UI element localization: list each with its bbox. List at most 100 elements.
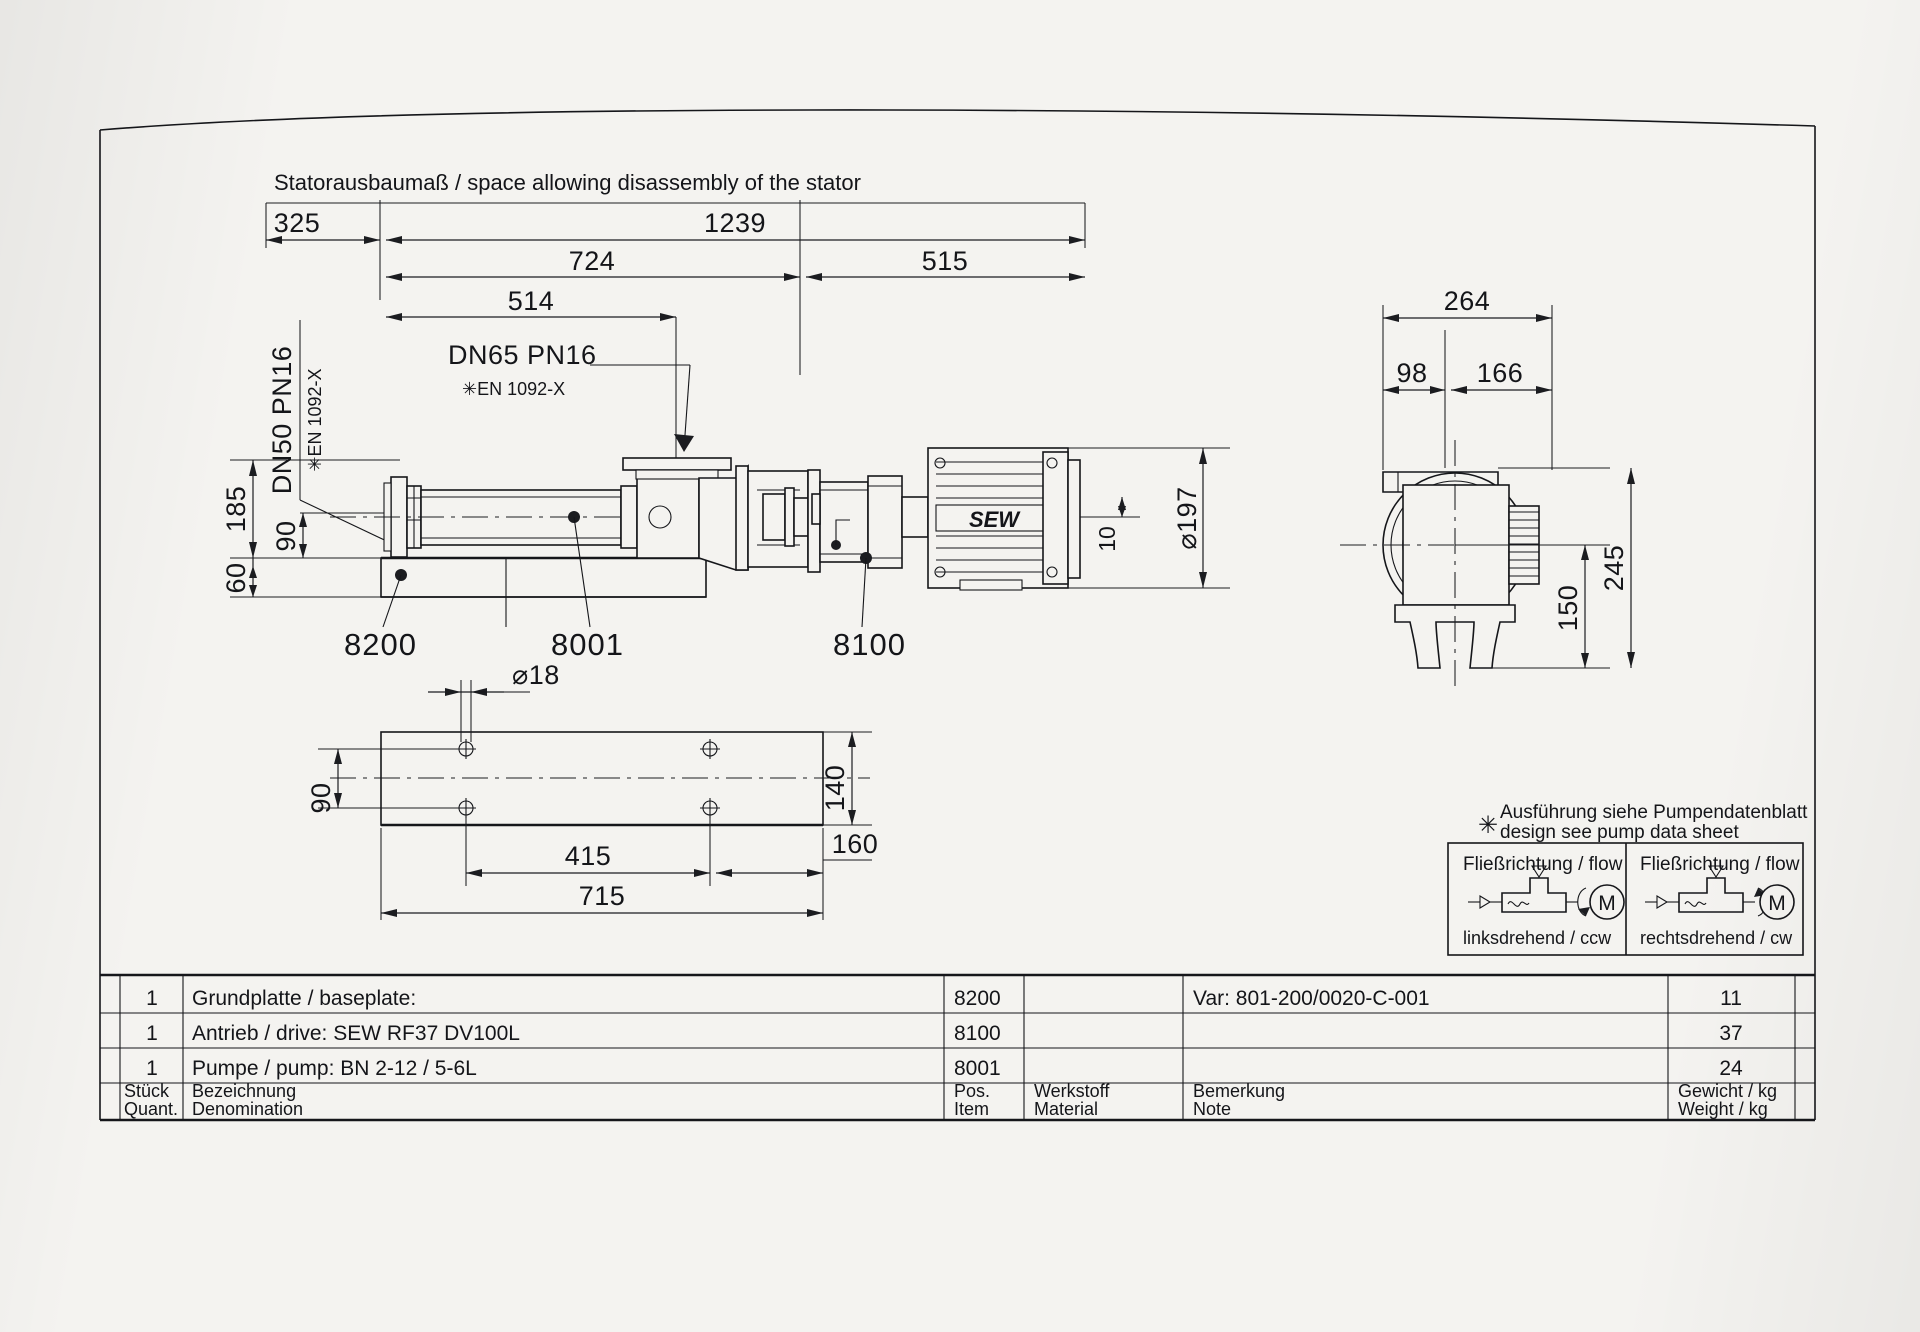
motor-bolt-tl <box>1046 457 1058 469</box>
flow-l-pump-body <box>1501 877 1567 913</box>
arrow-10-b <box>1118 506 1126 517</box>
arrow-166-r <box>1536 386 1552 394</box>
flow-left-footer: linksdrehend / ccw <box>1463 928 1612 948</box>
dim-label-1239: 1239 <box>704 208 766 238</box>
arrow-185-t <box>249 460 257 476</box>
arrow-60-t <box>249 566 257 578</box>
dim-label-715: 715 <box>579 881 626 911</box>
arrow-1239-l <box>386 236 402 244</box>
endview-fins <box>1509 511 1539 577</box>
dim-label-515: 515 <box>922 246 969 276</box>
dim-label-90-side: 90 <box>271 520 301 551</box>
tb-head-qty-de: Stück <box>124 1081 170 1101</box>
arrow-160-l <box>716 869 732 877</box>
stator-note-label: Statorausbaumaß / space allowing disasse… <box>274 170 861 195</box>
tb-row2-item: 8100 <box>954 1022 1001 1045</box>
arrow-197-b <box>1199 572 1207 588</box>
tb-row1-item: 8200 <box>954 987 1001 1010</box>
arrow-197-t <box>1199 448 1207 464</box>
tb-row3-item: 8001 <box>954 1057 1001 1080</box>
dim-label-dia18: ⌀18 <box>512 660 560 690</box>
tb-head-note-de: Bemerkung <box>1193 1081 1285 1101</box>
flow-l-motor-circle <box>1589 884 1625 920</box>
tb-head-item-de: Pos. <box>954 1081 990 1101</box>
dim-label-150: 150 <box>1553 585 1583 632</box>
arrow-715-l <box>381 909 397 917</box>
leader-8001-b <box>573 516 591 628</box>
sheet-border-top <box>99 109 1816 131</box>
arrow-98-l <box>1383 386 1399 394</box>
sew-logo: SEW <box>969 507 1021 532</box>
tb-row3-qty: 1 <box>146 1057 158 1080</box>
motor-end-cap <box>1067 459 1081 579</box>
tb-head-denom-de: Bezeichnung <box>192 1081 296 1101</box>
tb-head-note-en: Note <box>1193 1099 1231 1119</box>
flow-l-rotation-arrowhead <box>1578 907 1590 916</box>
motor-bolt-bl <box>1046 566 1058 578</box>
dim-label-60: 60 <box>221 562 251 593</box>
tb-row2-qty: 1 <box>146 1022 158 1045</box>
arrow-160-r <box>807 869 823 877</box>
pos-label-8001: 8001 <box>551 627 624 662</box>
arrow-150-b <box>1581 653 1589 668</box>
motor-bolt-br <box>934 566 946 578</box>
pos-label-8200: 8200 <box>344 627 417 662</box>
dim-label-185: 185 <box>221 486 251 533</box>
dim-label-dia197: ⌀197 <box>1172 486 1202 549</box>
flow-l-outlet-arrow <box>1530 865 1548 879</box>
tb-head-item-en: Item <box>954 1099 989 1119</box>
hole-center-marks <box>456 739 720 818</box>
arrow-140-t <box>848 732 856 747</box>
arrow-325-l <box>266 236 282 244</box>
flange-dn50-standard: ✳EN 1092-X <box>305 368 325 471</box>
arrow-90p-b <box>334 793 342 808</box>
arrow-90-t <box>299 513 307 527</box>
flow-l-rotor-wave <box>1507 901 1530 907</box>
arrow-325-r <box>364 236 380 244</box>
arrow-1239-r <box>1069 236 1085 244</box>
dim-label-415: 415 <box>565 841 612 871</box>
tb-row2-weight: 37 <box>1719 1022 1742 1045</box>
legend-note-line1: Ausführung siehe Pumpendatenblatt <box>1500 802 1808 823</box>
legend-note-line2: design see pump data sheet <box>1500 822 1739 843</box>
flow-right-footer: rechtsdrehend / cw <box>1640 928 1793 948</box>
flange-dn65-neck <box>635 469 719 480</box>
flow-r-inlet-arrow <box>1656 895 1669 909</box>
tb-row1-note: Var: 801-200/0020-C-001 <box>1193 987 1430 1010</box>
tb-row1-weight: 11 <box>1720 987 1742 1010</box>
arrow-515-l <box>806 273 822 281</box>
motor-fan-cowl-neck <box>901 496 929 538</box>
dim-label-264: 264 <box>1444 286 1491 316</box>
tb-head-weight-de: Gewicht / kg <box>1678 1081 1777 1101</box>
flow-r-motor-circle <box>1759 884 1795 920</box>
arrow-90-b <box>299 544 307 558</box>
arrow-90p-t <box>334 749 342 764</box>
tb-head-material-en: Material <box>1034 1099 1098 1119</box>
dn65-arrowhead <box>674 434 694 452</box>
arrow-140-b <box>848 810 856 825</box>
dim-label-98: 98 <box>1396 358 1427 388</box>
tb-row1-qty: 1 <box>146 987 158 1010</box>
endview-foot <box>1394 604 1516 669</box>
arrow-264-r <box>1536 314 1552 322</box>
dim-label-160: 160 <box>832 829 879 859</box>
tb-head-weight-en: Weight / kg <box>1678 1099 1768 1119</box>
arrow-245-b <box>1627 652 1635 668</box>
arrow-98-r <box>1430 386 1445 394</box>
arrow-514-r <box>660 313 676 321</box>
dim-label-166: 166 <box>1477 358 1524 388</box>
gearbox-oil-line <box>835 519 850 545</box>
tb-head-denom-en: Denomination <box>192 1099 303 1119</box>
gearbox-ribs <box>820 489 868 555</box>
pos-label-8100: 8100 <box>833 627 906 662</box>
arrow-415-r <box>694 869 710 877</box>
leader-8100 <box>861 557 867 628</box>
tb-row3-weight: 24 <box>1719 1057 1743 1080</box>
motor-terminal-box <box>959 579 1023 591</box>
flow-l-rotation-arc <box>1577 887 1587 917</box>
dn50-leader <box>299 499 396 546</box>
flow-l-inlet-arrow <box>1479 895 1492 909</box>
